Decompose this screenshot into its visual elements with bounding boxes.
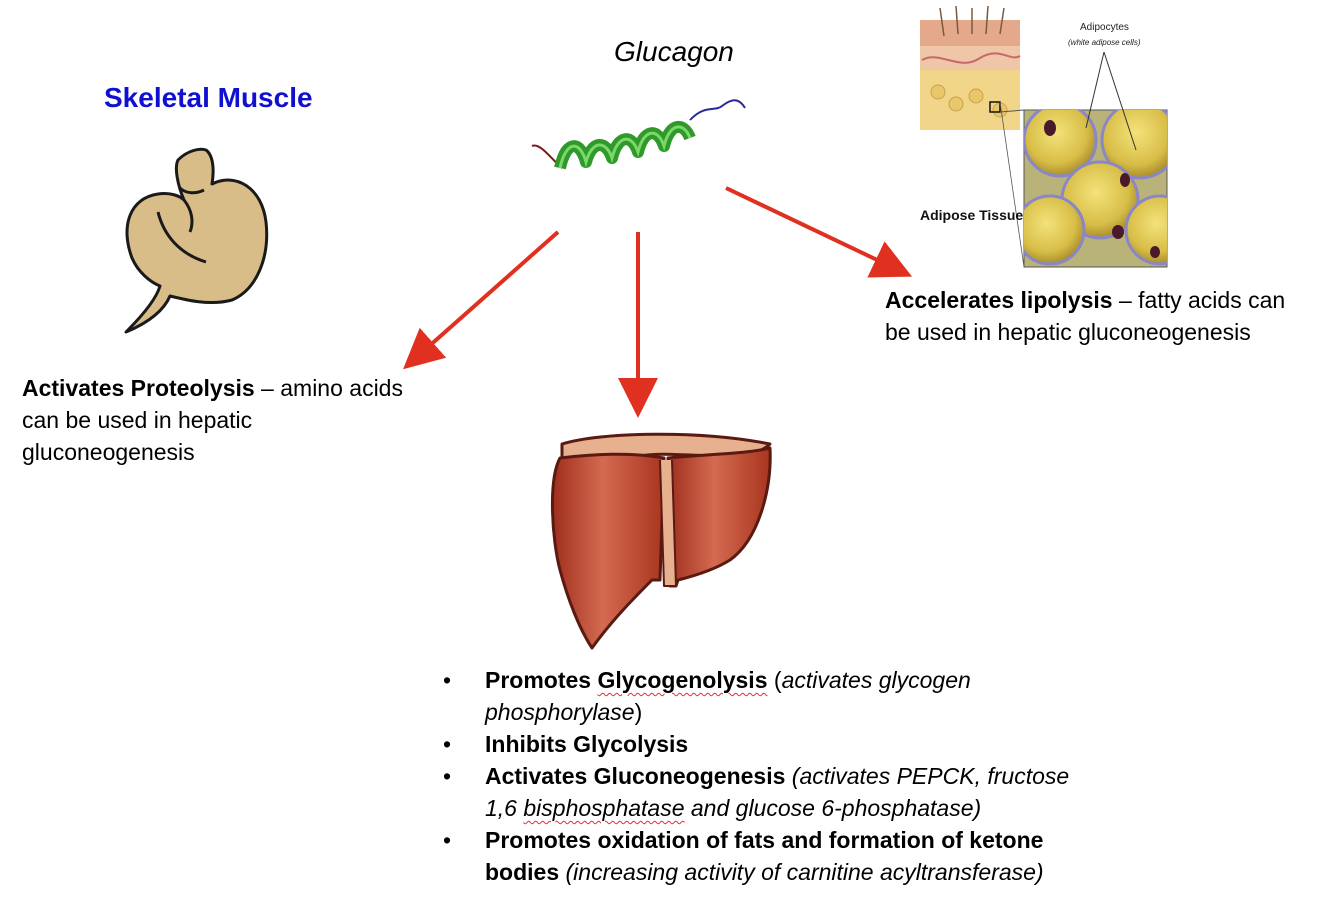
adipocytes-sublabel: (white adipose cells) <box>1068 38 1141 47</box>
bullet: • <box>443 667 452 693</box>
adipocytes-panel-icon <box>999 51 1168 268</box>
adipose-effect-bold: Accelerates lipolysis <box>885 287 1113 313</box>
bullet: • <box>443 763 452 789</box>
arrow-to-muscle <box>403 230 560 370</box>
glucagon-helix-icon <box>531 99 746 170</box>
glucagon-title: Glucagon <box>614 36 734 67</box>
bullet: • <box>443 731 452 757</box>
muscle-effect-text: Activates Proteolysis – amino acids can … <box>22 372 422 468</box>
list-item: • Promotes Glycogenolysis (activates gly… <box>443 664 1103 728</box>
adipose-effect-text: Accelerates lipolysis – fatty acids can … <box>885 284 1305 348</box>
skeletal-muscle-title: Skeletal Muscle <box>104 82 313 113</box>
adipose-effect-rest: – fatty acids can be used in hepatic glu… <box>885 287 1286 345</box>
adipocytes-label: Adipocytes <box>1080 22 1129 33</box>
skin-block-icon <box>920 5 1021 130</box>
muscle-effect-rest: – amino acids can be used in hepatic glu… <box>22 375 403 465</box>
muscle-effect-bold: Activates Proteolysis <box>22 375 255 401</box>
adipose-tissue-label: Adipose Tissue <box>920 207 1024 223</box>
muscle-arm-icon <box>124 147 269 334</box>
arrow-to-adipose <box>725 186 913 278</box>
liver-icon <box>550 432 772 650</box>
list-item: • Activates Gluconeogenesis (activates P… <box>443 760 1103 824</box>
liver-effects-list: • Promotes Glycogenolysis (activates gly… <box>443 664 1103 888</box>
list-item: • Inhibits Glycolysis <box>443 728 1103 760</box>
list-item: • Promotes oxidation of fats and formati… <box>443 824 1103 888</box>
bullet: • <box>443 827 452 853</box>
